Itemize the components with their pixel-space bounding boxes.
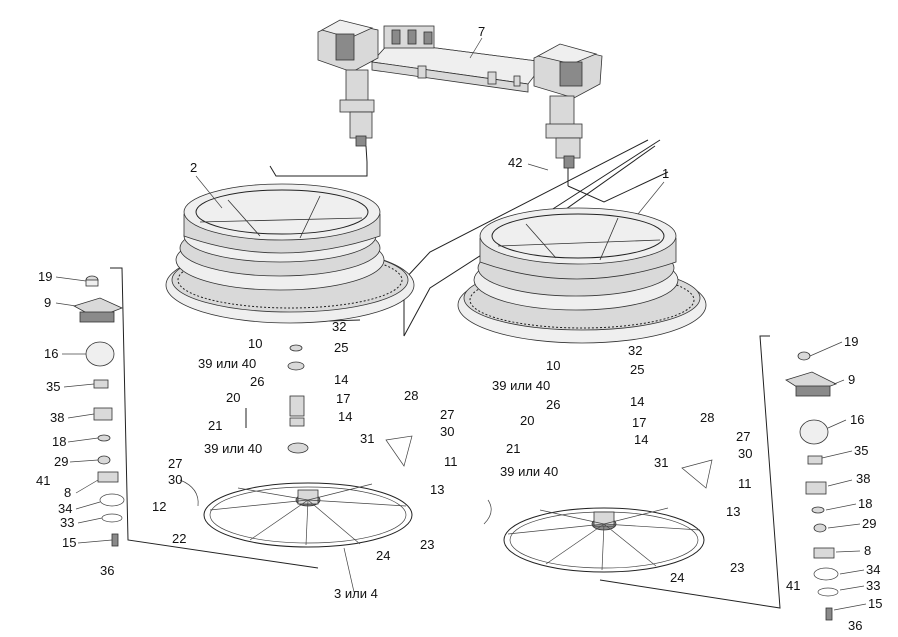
rm-25: 25 — [630, 362, 644, 377]
rm-31: 31 — [654, 455, 668, 470]
rm-11: 11 — [738, 476, 752, 491]
left-col-34: 34 — [58, 501, 72, 516]
left-disc — [203, 482, 413, 548]
rm-26: 26 — [546, 397, 560, 412]
left-bearing-stack — [72, 267, 319, 569]
callout-42: 42 — [508, 155, 522, 170]
right-col-34: 34 — [866, 562, 880, 577]
callout-3or4: 3 или 4 — [334, 586, 378, 601]
rm-27: 27 — [736, 429, 750, 444]
right-col-8: 8 — [864, 543, 871, 558]
cm-28: 28 — [404, 388, 418, 403]
left-col-15: 15 — [62, 535, 76, 550]
rm-14b: 14 — [634, 432, 648, 447]
left-middle-stack — [179, 344, 713, 525]
leader-lines — [55, 37, 867, 611]
rm-21: 21 — [506, 441, 520, 456]
rm-32: 32 — [628, 343, 642, 358]
rm-39or40-top: 39 или 40 — [492, 378, 550, 393]
right-col-9: 9 — [848, 372, 855, 387]
rm-28: 28 — [700, 410, 714, 425]
right-col-35: 35 — [854, 443, 868, 458]
cm-23: 23 — [420, 537, 434, 552]
lm-22: 22 — [172, 531, 186, 546]
right-col-33: 33 — [866, 578, 880, 593]
left-col-38: 38 — [50, 410, 64, 425]
cm-30: 30 — [440, 424, 454, 439]
rm-10: 10 — [546, 358, 560, 373]
lm-20: 20 — [226, 390, 240, 405]
rm-14a: 14 — [630, 394, 644, 409]
left-col-36: 36 — [100, 563, 114, 578]
lm-21: 21 — [208, 418, 222, 433]
lm-25: 25 — [334, 340, 348, 355]
lm-26: 26 — [250, 374, 264, 389]
right-bearing-stack — [599, 335, 839, 621]
right-col-29: 29 — [862, 516, 876, 531]
cm-31: 31 — [360, 431, 374, 446]
callout-1: 1 — [662, 166, 669, 181]
rm-30: 30 — [738, 446, 752, 461]
lm-17: 17 — [336, 391, 350, 406]
right-col-38: 38 — [856, 471, 870, 486]
lm-32: 32 — [332, 319, 346, 334]
right-drum — [457, 207, 707, 344]
rm-17: 17 — [632, 415, 646, 430]
left-col-19: 19 — [38, 269, 52, 284]
right-col-15: 15 — [868, 596, 882, 611]
lm-14a: 14 — [334, 372, 348, 387]
lm-27: 27 — [168, 456, 182, 471]
left-col-16: 16 — [44, 346, 58, 361]
cm-24: 24 — [376, 548, 390, 563]
lm-39or40-bottom: 39 или 40 — [204, 441, 262, 456]
lm-14b: 14 — [338, 409, 352, 424]
right-col-19: 19 — [844, 334, 858, 349]
rm-13: 13 — [726, 504, 740, 519]
callout-7: 7 — [478, 24, 485, 39]
lm-30: 30 — [168, 472, 182, 487]
left-col-8: 8 — [64, 485, 71, 500]
right-col-41: 41 — [786, 578, 800, 593]
callout-labels: 7 2 1 42 3 или 4 19 9 16 35 38 18 29 41 … — [36, 24, 882, 633]
rm-23: 23 — [730, 560, 744, 575]
cm-11: 11 — [444, 454, 458, 469]
left-col-29: 29 — [54, 454, 68, 469]
left-col-35: 35 — [46, 379, 60, 394]
rm-39or40-bottom: 39 или 40 — [500, 464, 558, 479]
cm-13: 13 — [430, 482, 444, 497]
left-col-18: 18 — [52, 434, 66, 449]
rm-20: 20 — [520, 413, 534, 428]
left-col-41: 41 — [36, 473, 50, 488]
left-col-33: 33 — [60, 515, 74, 530]
right-col-18: 18 — [858, 496, 872, 511]
callout-2: 2 — [190, 160, 197, 175]
lm-10: 10 — [248, 336, 262, 351]
right-col-36: 36 — [848, 618, 862, 633]
lm-39or40-top: 39 или 40 — [198, 356, 256, 371]
cm-27: 27 — [440, 407, 454, 422]
left-col-9: 9 — [44, 295, 51, 310]
right-col-16: 16 — [850, 412, 864, 427]
right-disc — [503, 507, 705, 573]
rm-24: 24 — [670, 570, 684, 585]
left-drum — [165, 183, 415, 324]
lm-12: 12 — [152, 499, 166, 514]
main-frame-assembly — [317, 19, 603, 186]
